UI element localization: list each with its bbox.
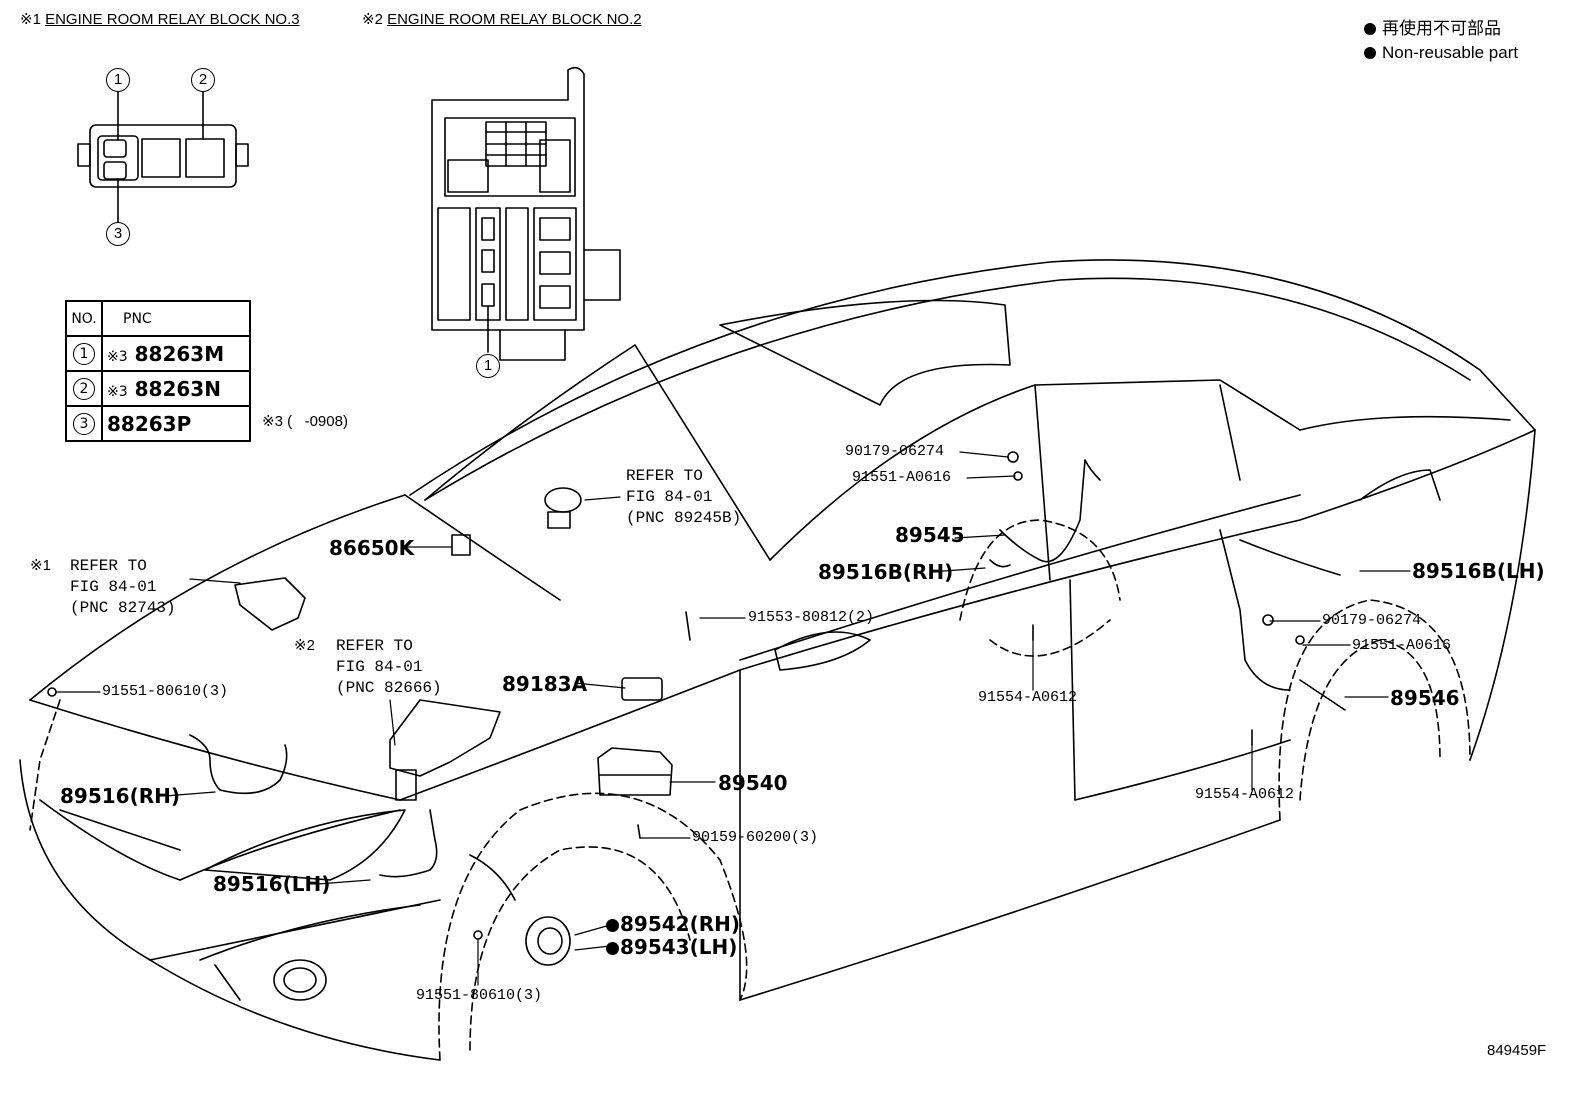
table-row-no: 3 (73, 412, 95, 435)
part-label-91551-80610-b: 91551-80610(3) (416, 987, 543, 1004)
part-label-89516-rh: 89516(RH) (60, 784, 180, 808)
table-row: 2 ※3 88263N (65, 370, 251, 407)
relay-block-no3-drawing (77, 91, 249, 223)
table-footnote: ※3 ( -0908) (262, 413, 348, 430)
leader-lines (55, 451, 1411, 986)
part-label-91554-a0612-b: 91554-A0612 (1195, 786, 1295, 803)
callout-2: 2 (191, 68, 215, 92)
part-label-89183a: 89183A (502, 672, 588, 696)
part-label-89516b-rh: 89516B(RH) (818, 560, 954, 584)
part-label-91553-80812: 91553-80812(2) (748, 609, 875, 626)
non-reusable-dot-icon (606, 919, 619, 932)
refer-note-82743-mark: ※1 (30, 557, 51, 574)
non-reusable-dot-icon (1364, 23, 1376, 35)
table-row-mark: ※3 (107, 383, 128, 400)
part-label-89545: 89545 (895, 523, 965, 547)
part-label-91551-a0616-a: 91551-A0616 (852, 469, 952, 486)
relay-block-no2-drawing (431, 66, 621, 361)
refer-note-82743: REFER TO FIG 84-01 (PNC 82743) (70, 557, 176, 617)
refer-note-82666: REFER TO FIG 84-01 (PNC 82666) (336, 637, 442, 697)
table-header-row: NO. PNC (65, 300, 251, 337)
figure-id: 849459F (1487, 1042, 1547, 1059)
table-row: 3 88263P (65, 405, 251, 442)
table-row-no: 2 (73, 377, 95, 400)
non-reusable-dot-icon (1364, 47, 1376, 59)
table-row: 1 ※3 88263M (65, 335, 251, 372)
non-reusable-dot-icon (606, 942, 619, 955)
legend-en: Non-reusable part (1364, 44, 1518, 61)
relay-block-no3-mark: ※1 (20, 11, 41, 28)
table-row-pnc: 88263M (134, 341, 225, 366)
table-header-pnc: PNC (101, 300, 251, 337)
part-label-89543-lh: 89543(LH) (606, 937, 737, 957)
relay-block-no2-header: ※2 ENGINE ROOM RELAY BLOCK NO.2 (362, 12, 642, 27)
part-label-91551-a0616-b: 91551-A0616 (1352, 637, 1452, 654)
table-row-mark: ※3 (107, 348, 128, 365)
part-label-86650k: 86650K (329, 536, 415, 560)
table-header-no: NO. (65, 300, 103, 337)
part-label-89516-lh: 89516(LH) (213, 872, 331, 896)
relay-block-no3-title: ENGINE ROOM RELAY BLOCK NO.3 (45, 11, 300, 28)
part-label-90179-06274-a: 90179-06274 (845, 443, 945, 460)
table-row-no: 1 (73, 342, 95, 365)
refer-note-89245b: REFER TO FIG 84-01 (PNC 89245B) (626, 467, 742, 527)
relay-block-no2-mark: ※2 (362, 11, 383, 28)
legend-jp: 再使用不可部品 (1364, 20, 1501, 37)
components-drawing (47, 451, 1346, 966)
callout-3: 3 (106, 222, 130, 246)
part-label-90179-06274-b: 90179-06274 (1322, 612, 1422, 629)
part-label-89540: 89540 (718, 771, 788, 795)
part-label-91551-80610-a: 91551-80610(3) (102, 683, 229, 700)
relay-block-no2-title: ENGINE ROOM RELAY BLOCK NO.2 (387, 11, 642, 28)
part-label-91554-a0612-a: 91554-A0612 (978, 689, 1078, 706)
car-body-drawing (19, 259, 1536, 1061)
table-row-pnc: 88263P (107, 411, 192, 436)
part-label-90159-60200: 90159-60200(3) (692, 829, 819, 846)
part-label-89546: 89546 (1390, 686, 1460, 710)
callout-1: 1 (106, 68, 130, 92)
pnc-table: NO. PNC 1 ※3 88263M 2 ※3 88263N 3 88263P (65, 300, 251, 442)
refer-note-82666-mark: ※2 (294, 637, 315, 654)
relay-block-no3-header: ※1 ENGINE ROOM RELAY BLOCK NO.3 (20, 12, 300, 27)
part-label-89542-rh: 89542(RH) (606, 914, 740, 934)
part-label-89516b-lh: 89516B(LH) (1412, 559, 1545, 583)
callout-1-block2: 1 (476, 354, 500, 378)
table-row-pnc: 88263N (134, 376, 221, 401)
